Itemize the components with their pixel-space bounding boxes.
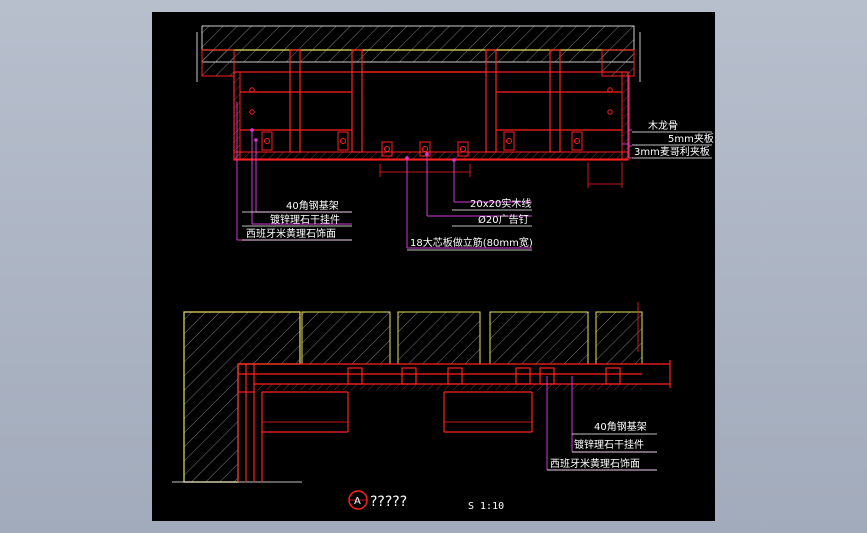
label-marble-facing: 西班牙米黄理石饰面 — [246, 227, 336, 240]
label-blockboard-stud: 18大芯板做立筋(80mm宽) — [410, 236, 533, 249]
label-3mm-veneer: 3mm麦哥利夹板 — [634, 145, 710, 158]
stone-facing-strip — [233, 151, 629, 160]
lower-concrete-corner — [183, 311, 301, 483]
lower-label-steel-frame: 40角钢基架 — [594, 420, 647, 433]
drawing-canvas: 木龙骨 5mm夹板 3mm麦哥利夹板 40角钢基架 镀锌理石干挂件 西班牙米黄理… — [152, 12, 715, 521]
label-advert-nail: Ø20广告钉 — [478, 213, 529, 226]
lower-label-galvanized-hanger: 镀锌理石干挂件 — [574, 438, 644, 451]
drawing-title: A ????? S 1:10 — [348, 490, 504, 512]
label-steel-frame: 40角钢基架 — [286, 199, 339, 212]
lower-section: 40角钢基架 镀锌理石干挂件 西班牙米黄理石饰面 — [172, 302, 671, 483]
cad-drawing: 木龙骨 5mm夹板 3mm麦哥利夹板 40角钢基架 镀锌理石干挂件 西班牙米黄理… — [172, 25, 714, 512]
drawing-title-text: ????? — [370, 494, 407, 510]
label-wood-trim: 20x20实木线 — [470, 197, 531, 210]
drawing-scale: S 1:10 — [468, 501, 504, 512]
label-5mm-plywood: 5mm夹板 — [668, 132, 714, 145]
section-marker-letter: A — [354, 496, 361, 507]
upper-section: 木龙骨 5mm夹板 3mm麦哥利夹板 40角钢基架 镀锌理石干挂件 西班牙米黄理… — [196, 25, 714, 251]
frame-outline — [233, 71, 629, 161]
lower-label-marble-facing: 西班牙米黄理石饰面 — [550, 457, 640, 470]
label-galvanized-hanger: 镀锌理石干挂件 — [270, 213, 340, 226]
label-wood-keel: 木龙骨 — [648, 119, 678, 132]
wall-concrete-top — [201, 25, 635, 63]
